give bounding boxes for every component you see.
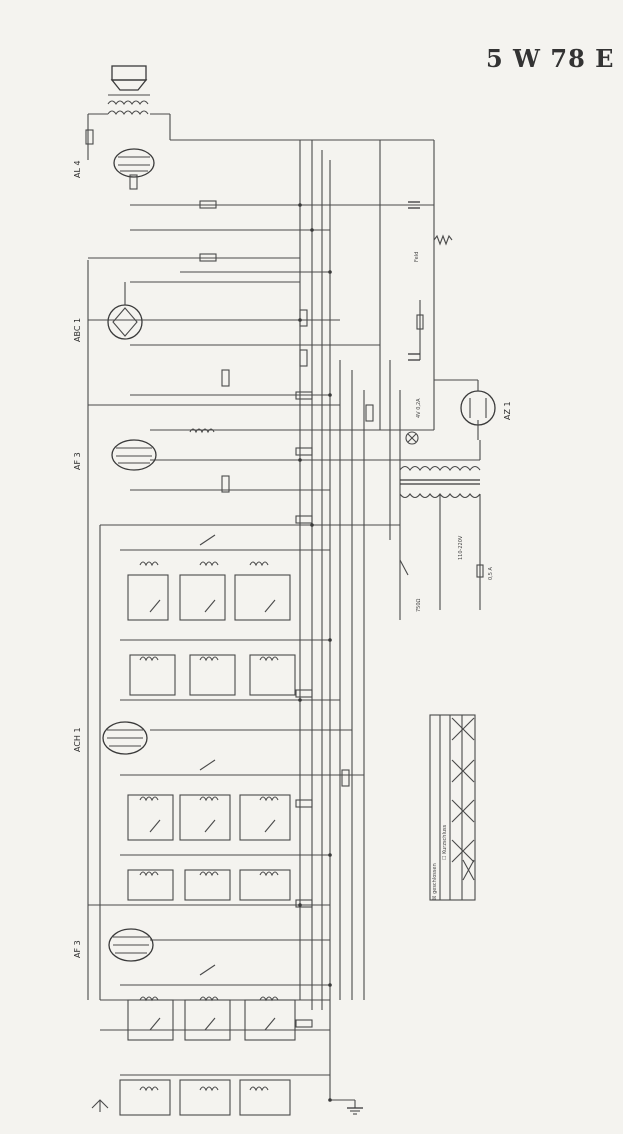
tube-abc1: ABC 1 — [73, 282, 143, 342]
pilot-lamp-label: 4V 0,2A — [416, 398, 422, 418]
resistors — [85, 129, 374, 1028]
tube-label-ach1: ACH 1 — [73, 727, 82, 752]
tube-label-af3-lower: AF 3 — [73, 940, 82, 958]
main-bus-lines — [87, 140, 435, 1100]
coils — [139, 428, 279, 1092]
field-coil: Feld — [414, 234, 453, 360]
switch-legend-closed: ☒ geschlossen — [432, 863, 438, 900]
hum-resistor-label: 750Ω — [416, 598, 422, 612]
band-section-boxes — [119, 574, 296, 1116]
mains-label: 110-220V — [458, 535, 464, 560]
switch-legend-short: ☐ Kurzschluss — [442, 824, 448, 860]
switch-contact-table: ☒ geschlossen ☐ Kurzschluss — [429, 714, 476, 901]
tube-af3-upper: AF 3 — [73, 439, 157, 471]
loudspeaker — [87, 65, 171, 160]
tube-al4: AL 4 — [73, 148, 155, 178]
antenna-symbol — [91, 1099, 109, 1112]
field-coil-label: Feld — [414, 252, 420, 262]
tube-ach1: ACH 1 — [73, 721, 148, 755]
tube-label-al4: AL 4 — [73, 160, 82, 178]
ground-symbol — [347, 1100, 363, 1115]
tube-az1: AZ 1 — [434, 379, 512, 440]
tube-label-az1: AZ 1 — [503, 401, 512, 420]
mains-input: 110-220V 0,5 A 750Ω — [399, 520, 494, 612]
tuning-capacitors — [149, 534, 276, 1031]
diagram-title: 5 W 78 E — [486, 44, 615, 73]
tube-af3-lower: AF 3 — [73, 928, 154, 962]
tube-label-af3-upper: AF 3 — [73, 452, 82, 470]
filter-capacitors — [408, 201, 420, 361]
fuse-label: 0,5 A — [488, 566, 494, 580]
pilot-lamp: 4V 0,2A — [405, 398, 422, 445]
tube-label-abc1: ABC 1 — [73, 318, 82, 342]
junction-dots — [298, 203, 332, 1102]
power-transformer — [399, 440, 481, 520]
